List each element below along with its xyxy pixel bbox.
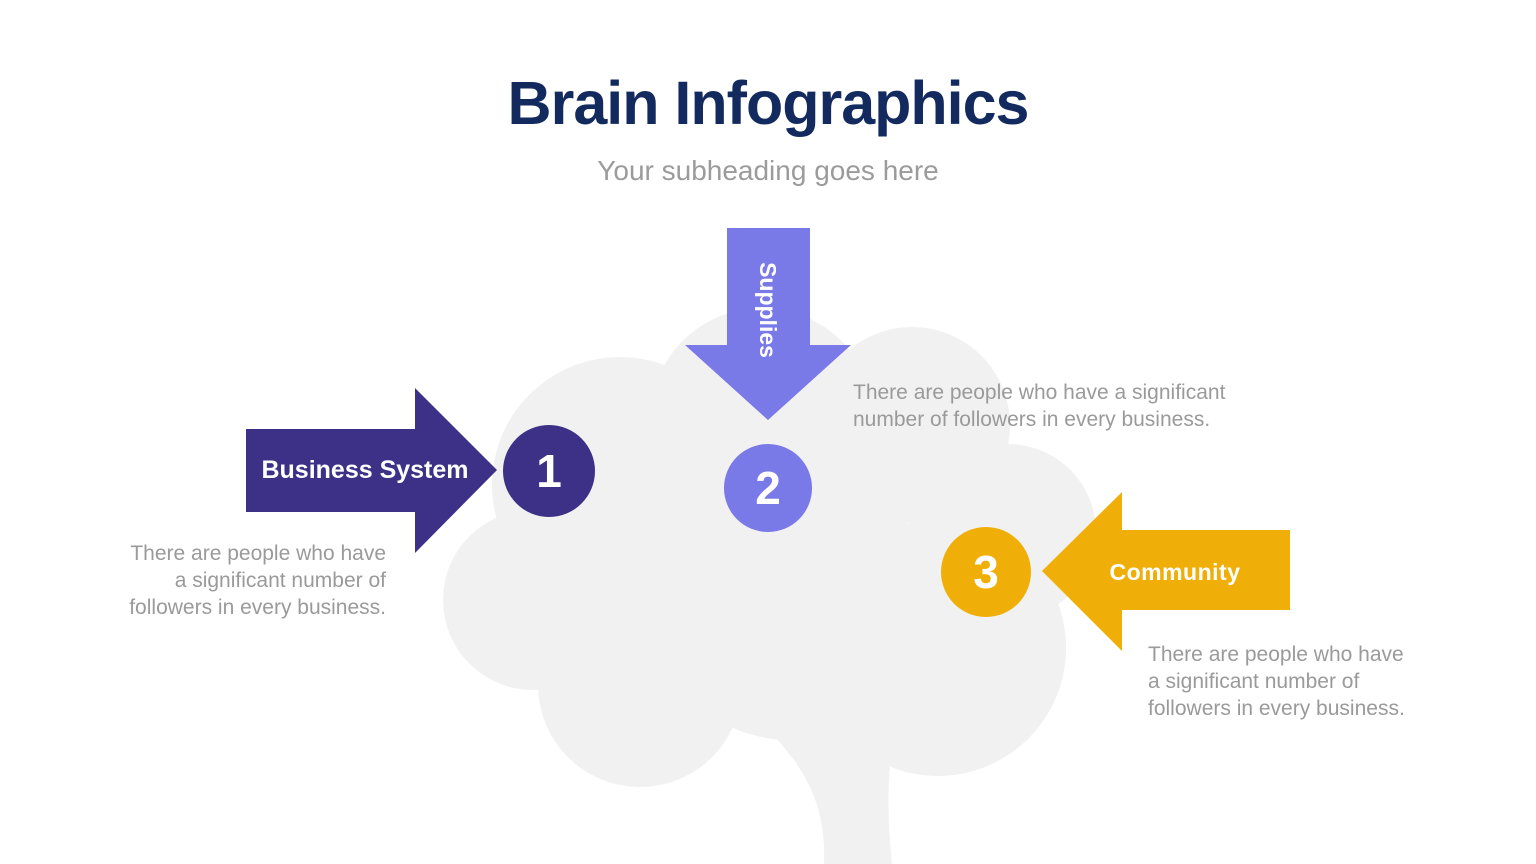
step-1-number: 1	[536, 445, 562, 497]
step-3-description: There are people who have a significant …	[1148, 641, 1438, 722]
description-line: There are people who have a significant	[853, 381, 1226, 404]
page-subtitle: Your subheading goes here	[597, 155, 939, 186]
step-1-description: There are people who have a significant …	[96, 540, 386, 621]
description-line: There are people who have	[1148, 643, 1404, 666]
step-1-arrow-label: Business System	[261, 456, 469, 484]
description-line: followers in every business.	[129, 596, 386, 619]
step-2-circle	[724, 444, 812, 532]
description-line: a significant number of	[1148, 670, 1360, 693]
step-3-number: 3	[973, 546, 999, 598]
brain-stem	[756, 718, 896, 864]
page-title: Brain Infographics	[507, 69, 1030, 137]
description-line: number of followers in every business.	[853, 408, 1211, 431]
step-3-arrow-label: Community	[1109, 559, 1241, 585]
brain-silhouette	[443, 308, 1096, 864]
description-line: followers in every business.	[1148, 697, 1405, 720]
step-3-circle	[941, 527, 1031, 617]
step-2-number: 2	[755, 462, 781, 514]
arrow-down-supplies	[685, 228, 851, 420]
step-2-arrow-label: Supplies	[755, 262, 781, 358]
description-line: a significant number of	[174, 569, 386, 592]
arrow-right-business-system	[246, 388, 497, 553]
brain-lobe	[650, 460, 930, 740]
step-2-description: There are people who have a significant …	[853, 379, 1253, 433]
step-1-circle	[503, 425, 595, 517]
arrow-left-community	[1042, 492, 1290, 651]
description-line: There are people who have	[130, 542, 386, 565]
